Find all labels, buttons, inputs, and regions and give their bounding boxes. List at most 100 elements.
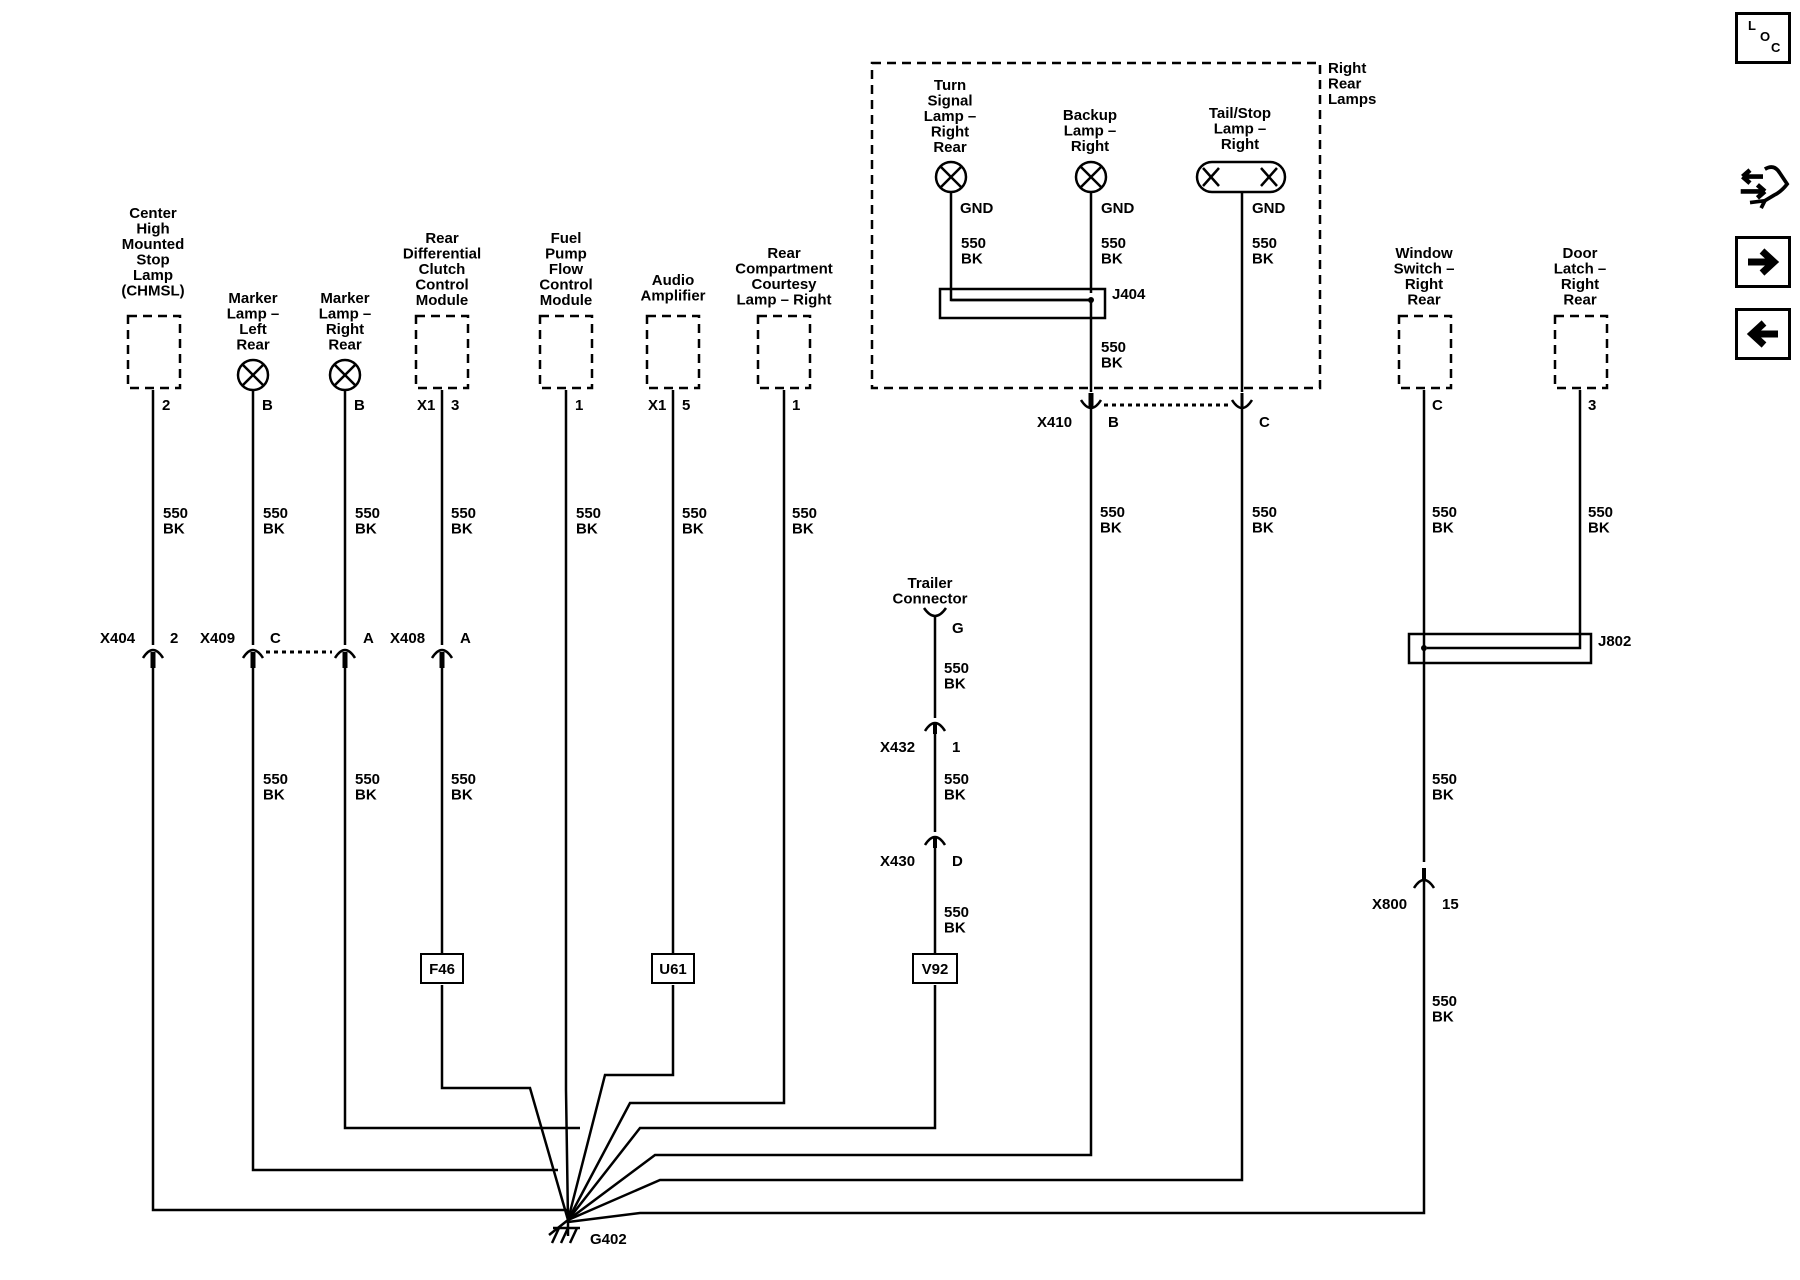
j404-label: J404 (1112, 286, 1146, 303)
window-switch-box (1397, 314, 1453, 390)
turn-signal-bulb-icon (934, 160, 968, 194)
trailer-pin: G (952, 620, 964, 637)
marker-right-pin: B (354, 397, 365, 414)
loc-letter-c: C (1771, 40, 1781, 55)
x410-name: X410 (1037, 414, 1072, 431)
amp-pin: 5 (682, 397, 690, 414)
x404-pin: 2 (170, 630, 178, 647)
x800-pin: 15 (1442, 896, 1459, 913)
audio-amp-box (645, 314, 701, 390)
option-f46: F46 (420, 953, 464, 984)
x408-pin: A (460, 630, 471, 647)
connector-x430 (923, 835, 947, 848)
svg-text:V92: V92 (922, 961, 949, 978)
x430-name: X430 (880, 853, 915, 870)
svg-text:U61: U61 (659, 961, 687, 978)
ground-symbol-icon (550, 1226, 580, 1244)
right-rear-lamps-frame (870, 61, 1322, 390)
marker-right-bulb-icon (328, 358, 362, 392)
x409-pin-a: A (363, 630, 374, 647)
rdccm-conn: X1 (417, 397, 435, 414)
rdccm-pin: 3 (451, 397, 459, 414)
tail-stop-bulb-icon (1195, 160, 1287, 194)
j802-label: J802 (1598, 633, 1631, 650)
backup-bulb-icon (1074, 160, 1108, 194)
backup-gnd: GND (1101, 200, 1135, 217)
connector-x408 (430, 648, 454, 668)
x409-pin-c: C (270, 630, 281, 647)
connector-icon (1740, 165, 1790, 209)
x432-name: X432 (880, 739, 915, 756)
wires (151, 192, 1582, 1236)
courtesy-lamp-box (756, 314, 812, 390)
x800-name: X800 (1372, 896, 1407, 913)
connector-view-button[interactable] (1735, 158, 1791, 210)
loc-letter-o: O (1760, 29, 1771, 44)
turn-signal-gnd: GND (960, 200, 994, 217)
x408-name: X408 (390, 630, 425, 647)
courtesy-pin: 1 (792, 397, 800, 414)
x404-name: X404 (100, 630, 136, 647)
location-button[interactable]: L O C (1735, 12, 1791, 64)
next-page-button[interactable] (1735, 236, 1791, 288)
chmsl-box (126, 314, 182, 390)
door-latch-box (1553, 314, 1609, 390)
connector-x410 (1079, 393, 1254, 410)
chmsl-pin: 2 (162, 397, 170, 414)
next-arrow-icon (1748, 248, 1780, 276)
tail-stop-gnd: GND (1252, 200, 1286, 217)
fpfcm-box (538, 314, 594, 390)
previous-page-button[interactable] (1735, 308, 1791, 360)
door-pin: 3 (1588, 397, 1596, 414)
connector-x432 (923, 721, 947, 734)
x410-pin-b: B (1108, 414, 1119, 431)
x409-name: X409 (200, 630, 235, 647)
connector-x404 (141, 648, 165, 668)
prev-arrow-icon (1746, 320, 1778, 348)
x432-pin: 1 (952, 739, 960, 756)
window-pin: C (1432, 397, 1443, 414)
loc-letter-l: L (1748, 18, 1756, 33)
x410-pin-c: C (1259, 414, 1270, 431)
connector-x800 (1412, 868, 1436, 889)
ground-label: G402 (590, 1231, 627, 1248)
j404-splice (938, 287, 1107, 320)
rdccm-box (414, 314, 470, 390)
